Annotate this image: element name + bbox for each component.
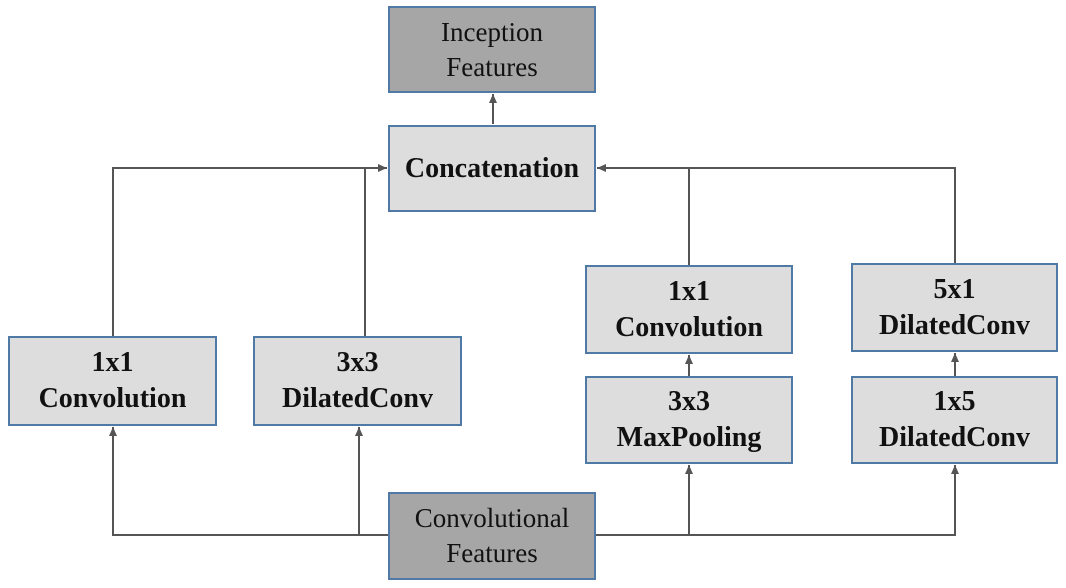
connector-conv1x1-left-to-concat [112,164,387,336]
maxpool3x3-line2: MaxPooling [616,422,762,453]
dilated3x3-box: 3x3 DilatedConv [253,336,462,426]
dilated5x1-line1: 5x1 [933,273,976,305]
connector-bus-right [596,465,959,536]
convolutional-features-line1: Convolutional [414,503,570,534]
conv1x1-right-box: 1x1 Convolution [585,265,793,354]
conv1x1-left-line1: 1x1 [91,347,134,379]
inception-features-box: Inception Features [388,6,596,93]
concatenation-box: Concatenation [388,125,596,212]
conv1x1-right-line2: Convolution [615,311,763,343]
connector-5x1-to-concat [597,164,956,263]
inception-features-line2: Features [446,51,538,82]
maxpool3x3-box: 3x3 MaxPooling [585,376,793,464]
convolutional-features-line2: Features [446,538,538,568]
dilated5x1-line2: DilatedConv [879,309,1030,341]
conv1x1-left-line2: Convolution [38,383,187,414]
dilated1x5-box: 1x5 DilatedConv [851,376,1058,464]
conv1x1-left-box: 1x1 Convolution [8,336,217,426]
inception-features-line1: Inception [441,16,543,47]
maxpool3x3-line1: 3x3 [668,386,710,418]
dilated3x3-line2: DilatedConv [282,383,433,414]
dilated1x5-line1: 1x5 [933,386,976,418]
dilated3x3-line1: 3x3 [336,347,379,379]
dilated1x5-line2: DilatedConv [879,422,1030,453]
connector-bus-left [109,427,388,536]
concatenation-label: Concatenation [404,152,580,184]
convolutional-features-box: Convolutional Features [388,492,596,580]
dilated5x1-box: 5x1 DilatedConv [851,263,1058,352]
conv1x1-right-line1: 1x1 [668,275,710,307]
